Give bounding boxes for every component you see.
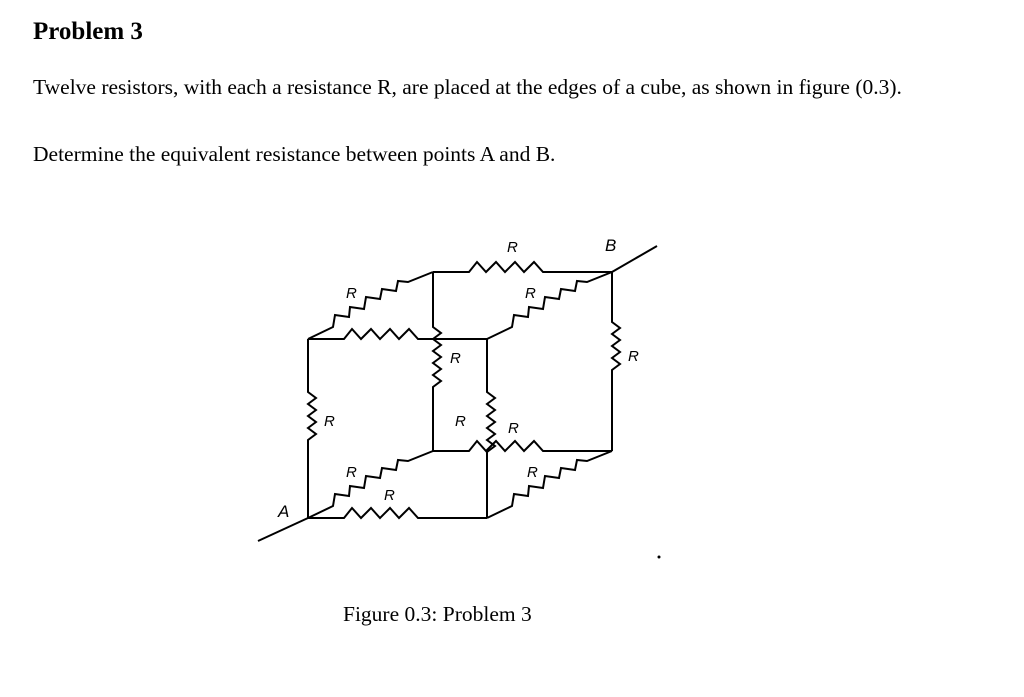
figure-caption: Figure 0.3: Problem 3 bbox=[343, 602, 532, 626]
resistor-top-back bbox=[433, 260, 612, 274]
resistor-label: R bbox=[346, 464, 357, 481]
resistor-label: R bbox=[450, 350, 461, 367]
problem-question: Determine the equivalent resistance betw… bbox=[33, 142, 556, 166]
resistor-bottom-right-diagonal bbox=[486, 450, 613, 519]
resistor-label: R bbox=[508, 420, 519, 437]
resistor-top-front bbox=[308, 327, 487, 341]
resistor-label: R bbox=[527, 464, 538, 481]
point-b-label: B bbox=[605, 236, 616, 255]
stray-dot bbox=[657, 555, 661, 559]
resistor-bottom-back bbox=[433, 439, 612, 453]
lead-wire-b bbox=[611, 245, 658, 273]
resistor-label: R bbox=[455, 413, 466, 430]
resistor-bottom-left-diagonal bbox=[307, 450, 434, 519]
resistor-inner-left-vertical bbox=[431, 272, 443, 451]
resistor-label: R bbox=[628, 348, 639, 365]
resistor-label: R bbox=[384, 487, 395, 504]
lead-wire-a bbox=[257, 517, 309, 542]
resistor-label: R bbox=[525, 285, 536, 302]
resistor-top-left-diagonal bbox=[307, 271, 434, 340]
resistor-top-right-diagonal bbox=[486, 271, 613, 340]
resistor-right-back-vertical bbox=[610, 272, 622, 451]
resistor-bottom-front bbox=[308, 506, 487, 520]
resistor-inner-right-vertical bbox=[485, 339, 497, 518]
resistor-label: R bbox=[346, 285, 357, 302]
problem-title: Problem 3 bbox=[33, 18, 143, 45]
resistor-left-front-vertical bbox=[306, 339, 318, 518]
problem-statement: Twelve resistors, with each a resistance… bbox=[33, 75, 902, 99]
resistor-label: R bbox=[507, 239, 518, 256]
point-a-label: A bbox=[277, 502, 289, 521]
resistor-label: R bbox=[324, 413, 335, 430]
